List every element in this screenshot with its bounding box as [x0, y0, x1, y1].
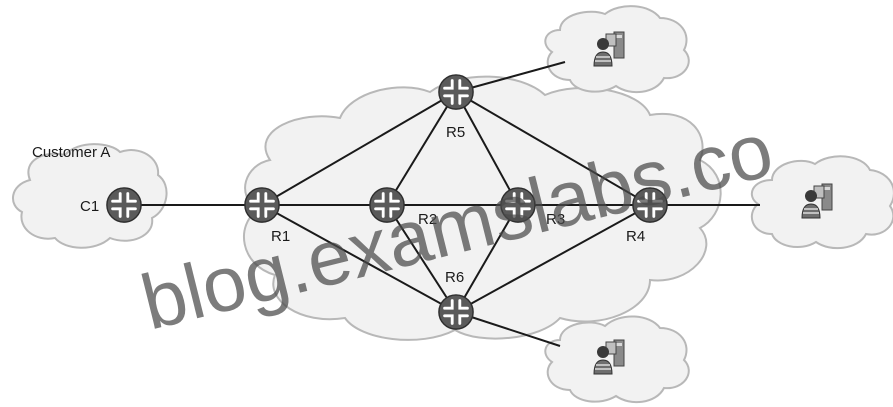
- link-r3-r5: [455, 91, 519, 206]
- router-r1-icon: [243, 186, 281, 224]
- link-r1-r6: [261, 204, 457, 313]
- link-r1-r5: [261, 91, 457, 206]
- router-r5-icon: [437, 73, 475, 111]
- provider-network-cloud: [243, 75, 722, 341]
- router-r1-label: R1: [271, 228, 290, 245]
- customer-a-label: Customer A: [32, 144, 110, 161]
- router-r2-label: R2: [418, 211, 437, 228]
- link-r3-r6: [455, 204, 519, 313]
- router-r3-label: R3: [546, 211, 565, 228]
- router-r6-icon: [437, 293, 475, 331]
- router-r5-label: R5: [446, 124, 465, 141]
- link-r2-r6: [386, 204, 457, 313]
- link-r2-r5: [386, 91, 457, 206]
- router-r6-label: R6: [445, 269, 464, 286]
- link-r4-r6: [455, 204, 651, 313]
- router-c1-icon: [105, 186, 143, 224]
- router-r4-label: R4: [626, 228, 645, 245]
- router-c1-label: C1: [80, 198, 99, 215]
- link-r4-r5: [455, 91, 651, 206]
- link-r6-site-bottom: [455, 311, 561, 347]
- link-r5-site-top: [455, 61, 566, 93]
